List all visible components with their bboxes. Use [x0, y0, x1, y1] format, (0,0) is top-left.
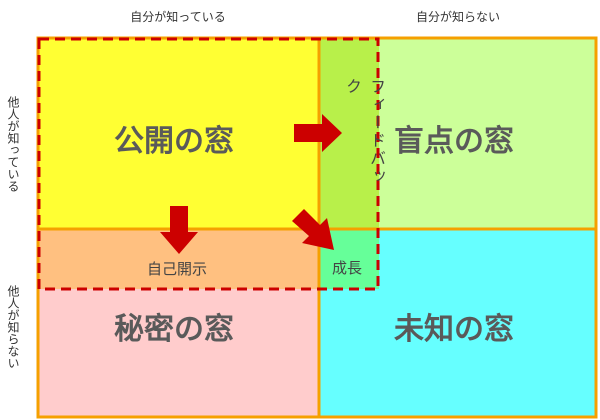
growth-label: 成長	[332, 259, 363, 277]
self-disclosure-arrow	[160, 206, 198, 254]
axis-label-self-knows: 自分が知っている	[130, 10, 226, 24]
open-window	[37, 37, 319, 229]
growth-arrow	[292, 209, 334, 250]
blind-window-label: 盲点の窓	[394, 124, 514, 159]
unknown-window-label: 未知の窓	[394, 312, 514, 347]
hidden-window-label: 秘密の窓	[114, 312, 234, 347]
feedback-arrow	[294, 114, 342, 152]
axis-label-self-unknown: 自分が知らない	[415, 10, 500, 24]
open-window-label: 公開の窓	[114, 124, 234, 159]
axis-label-others-unknown: 他人が知らない	[6, 285, 20, 369]
feedback-label: フィードバック	[343, 78, 386, 186]
expanded-open-window-outline	[37, 37, 380, 291]
self-disclosure-label: 自己開示	[147, 260, 208, 278]
axis-label-others-know: 他人が知っている	[6, 96, 20, 192]
